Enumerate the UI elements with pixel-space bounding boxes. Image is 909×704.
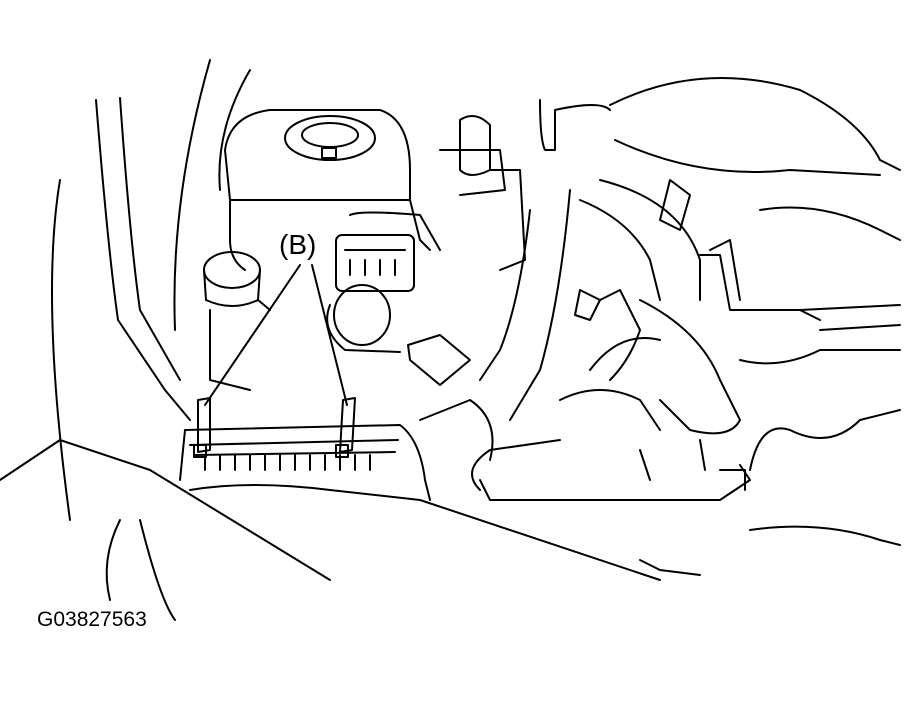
figure-id: G03827563 — [37, 608, 147, 631]
misc-bottom-right — [639, 525, 901, 576]
cap-assembly — [224, 109, 431, 271]
callout-leader-lines — [204, 264, 348, 406]
hoses-right — [579, 77, 901, 365]
connector-box — [326, 211, 471, 386]
intake-pipe — [439, 99, 611, 421]
clamp-left — [193, 397, 211, 458]
left-fender-lines — [0, 59, 331, 621]
manifold — [471, 289, 901, 501]
air-cleaner-housing — [179, 399, 661, 581]
callout-label-b: (B) — [279, 229, 317, 260]
reservoir-cap — [203, 251, 271, 391]
clamp-right — [335, 397, 356, 458]
